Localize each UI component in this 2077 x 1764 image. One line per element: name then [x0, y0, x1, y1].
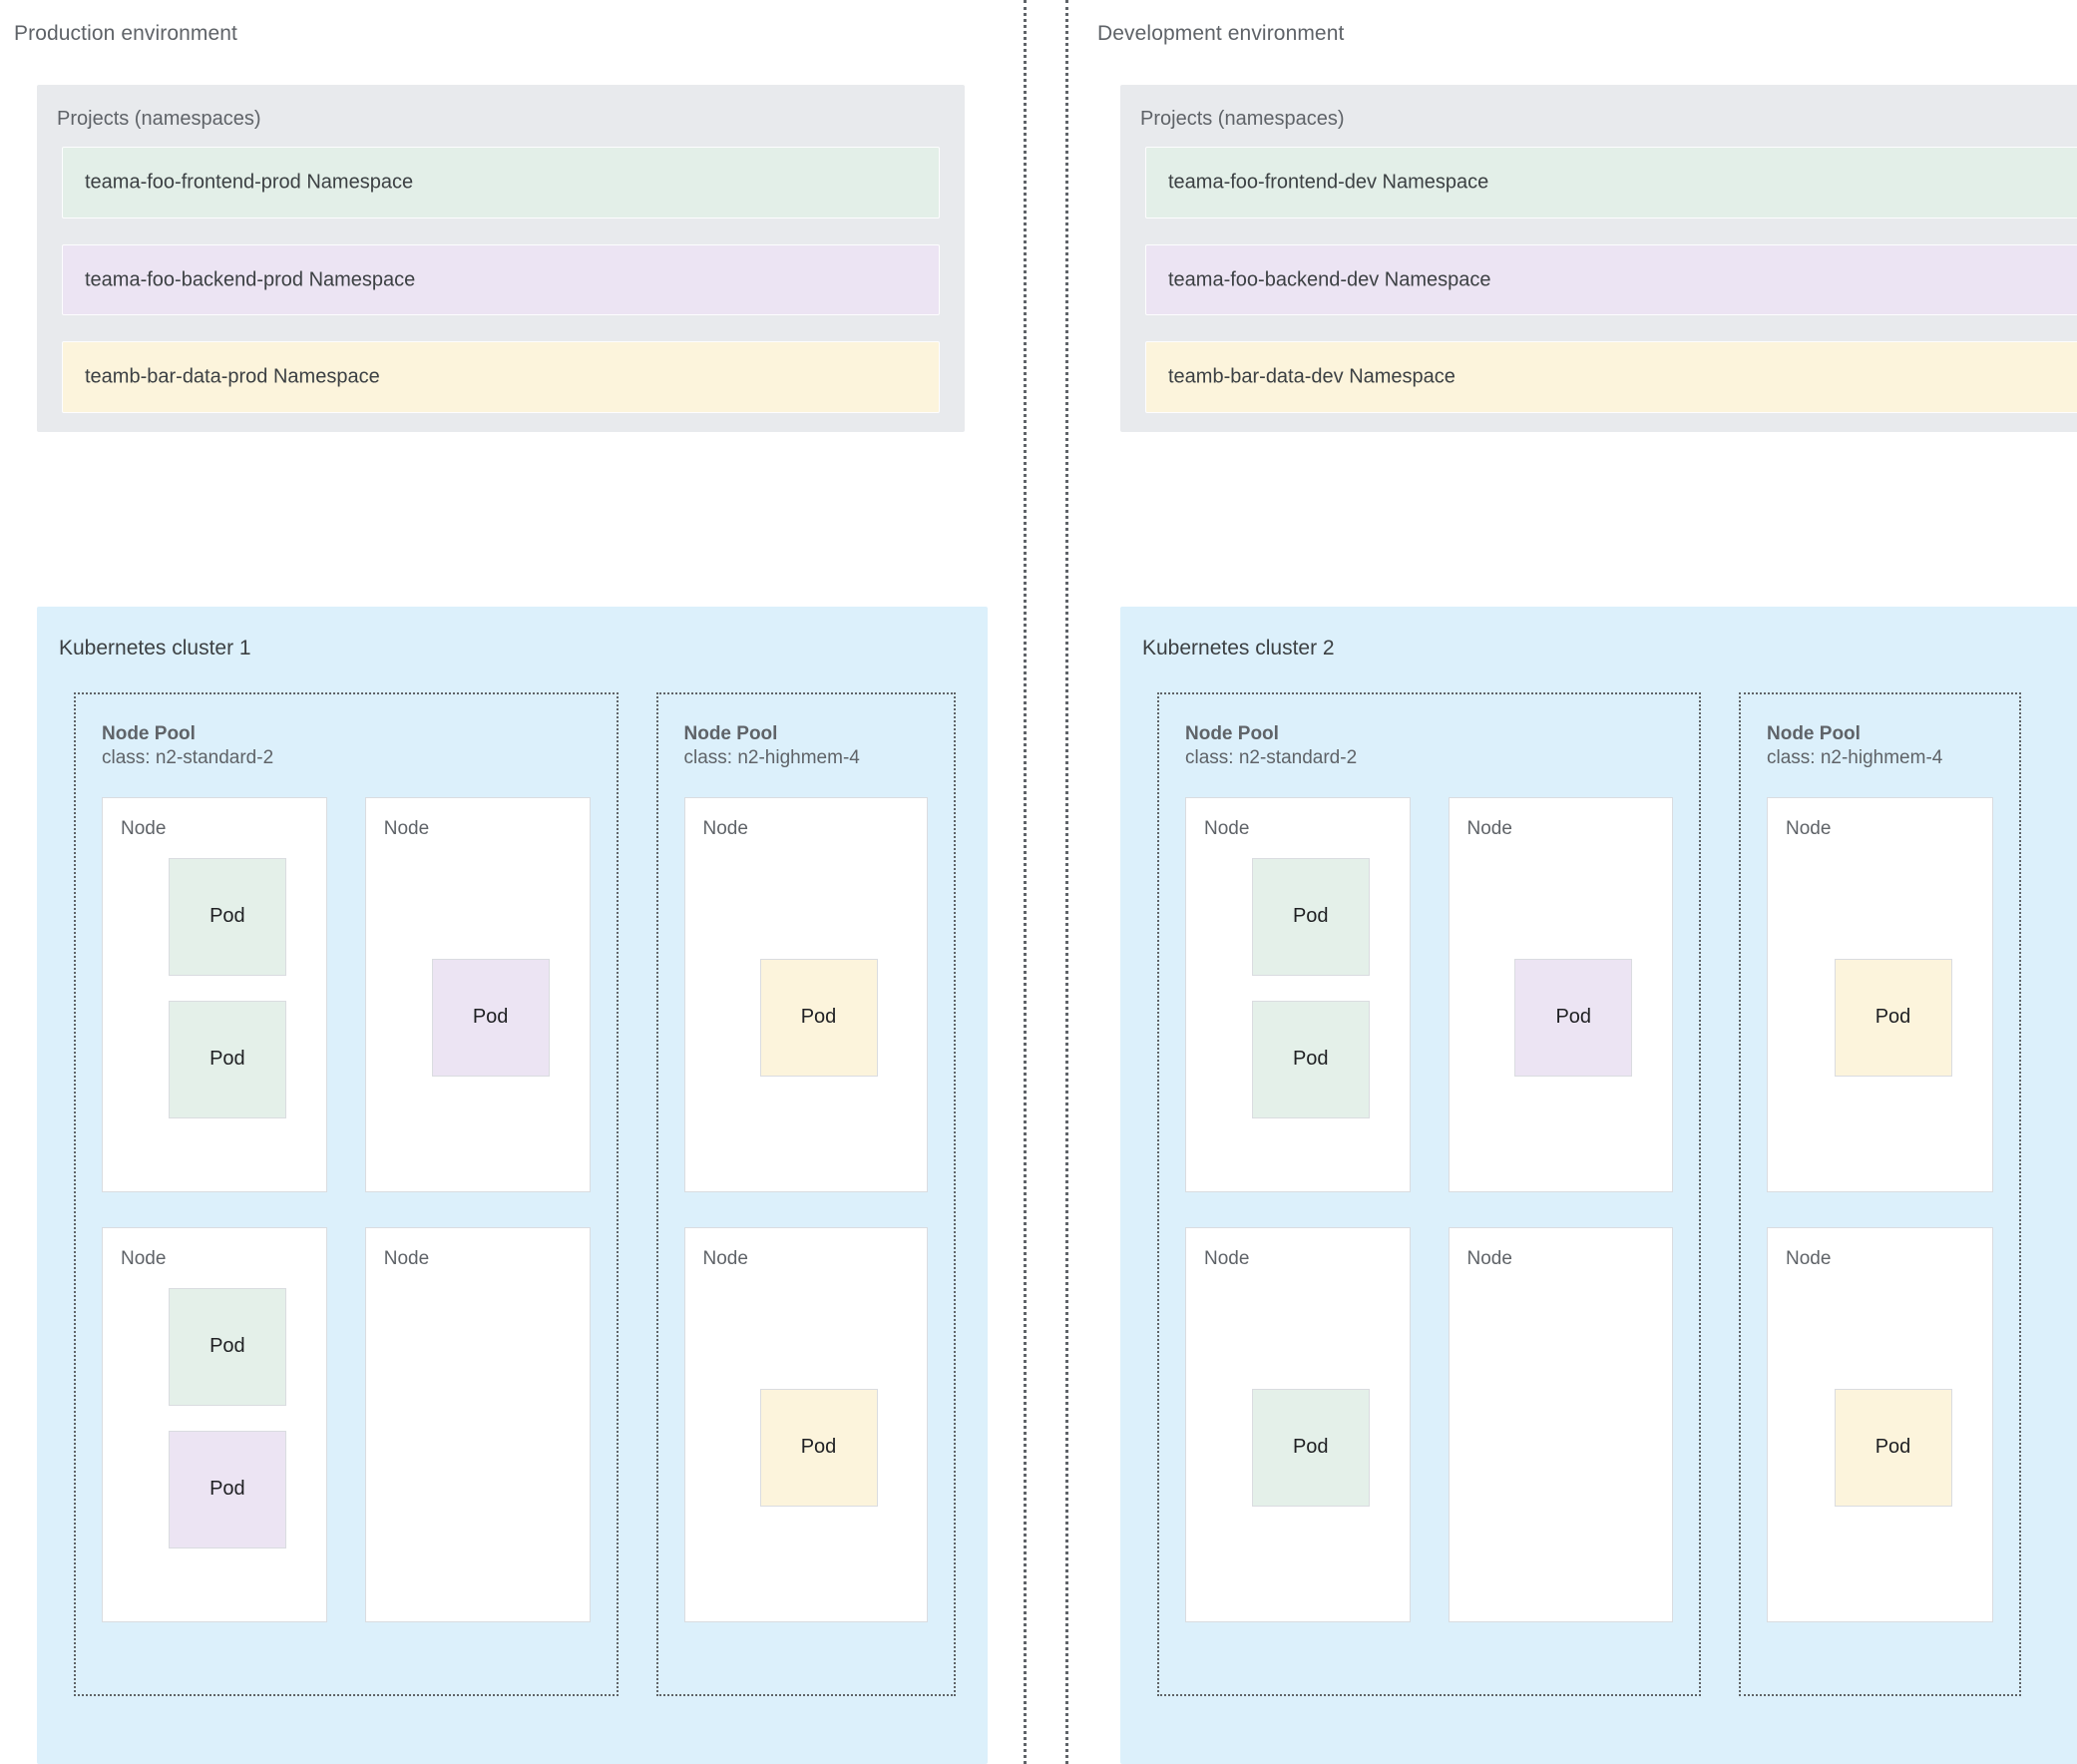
node-label: Node	[702, 1247, 748, 1269]
node-label: Node	[1786, 1247, 1832, 1269]
pod[interactable]: Pod	[1251, 857, 1370, 976]
node-label: Node	[1466, 817, 1512, 839]
node[interactable]: Node Pod	[683, 1226, 928, 1622]
pod[interactable]: Pod	[168, 857, 286, 976]
projects-heading-production: Projects (namespaces)	[57, 108, 261, 130]
node-pool-class: class: n2-standard-2	[102, 747, 274, 769]
projects-panel-development: Projects (namespaces) teama-foo-frontend…	[1120, 85, 2077, 432]
node-pool-highmem[interactable]: Node Pool class: n2-highmem-4 Node Pod N…	[1739, 692, 2021, 1696]
pod[interactable]: Pod	[1251, 1388, 1370, 1507]
node-grid: Node Pod Node Pod	[1767, 796, 1993, 1664]
pod[interactable]: Pod	[1251, 1000, 1370, 1118]
namespace-label: teama-foo-backend-prod Namespace	[85, 268, 416, 290]
node[interactable]: Node	[364, 1226, 591, 1622]
node-pool-standard[interactable]: Node Pool class: n2-standard-2 Node Pod …	[1157, 692, 1701, 1696]
pod[interactable]: Pod	[168, 1287, 286, 1406]
node-label: Node	[121, 817, 167, 839]
node[interactable]: Node Pod	[1767, 1226, 1993, 1622]
environment-production: Production environment Projects (namespa…	[0, 0, 998, 1764]
node[interactable]: Node Pod Pod	[102, 1226, 327, 1622]
namespace-box[interactable]: teamb-bar-data-prod Namespace	[63, 342, 939, 413]
node-grid: Node Pod Pod Node Pod	[1185, 796, 1673, 1664]
node[interactable]: Node Pod	[1767, 796, 1993, 1192]
namespace-box[interactable]: teama-foo-frontend-prod Namespace	[63, 148, 939, 218]
pod[interactable]: Pod	[168, 1430, 286, 1548]
pod-list: Pod	[685, 852, 927, 1183]
pod-list: Pod	[1768, 852, 1992, 1183]
environment-divider-right	[1065, 0, 1068, 1764]
namespace-label: teama-foo-frontend-dev Namespace	[1168, 171, 1489, 194]
node-pool-name: Node Pool	[102, 723, 196, 744]
node-grid: Node Pod Pod Node Pod	[102, 796, 591, 1664]
node-label: Node	[1466, 1247, 1512, 1269]
pod-list: Pod	[1450, 852, 1673, 1183]
node-pool-class: class: n2-highmem-4	[1767, 747, 1943, 769]
node-pool-class: class: n2-standard-2	[1185, 747, 1358, 769]
node-pool-header: Node Pool class: n2-highmem-4	[684, 722, 928, 771]
pod[interactable]: Pod	[168, 1000, 286, 1118]
node-pool-header: Node Pool class: n2-highmem-4	[1767, 722, 1993, 771]
pod[interactable]: Pod	[1834, 958, 1952, 1077]
pod-list: Pod	[366, 852, 590, 1183]
node-pool-header: Node Pool class: n2-standard-2	[102, 722, 591, 771]
pod-list: Pod Pod	[103, 1282, 326, 1613]
node-label: Node	[1204, 817, 1250, 839]
pod-list	[1450, 1282, 1673, 1613]
node-label: Node	[1204, 1247, 1250, 1269]
node-pools-row: Node Pool class: n2-standard-2 Node Pod …	[74, 692, 956, 1696]
pod-list: Pod	[1186, 1282, 1410, 1613]
namespace-box[interactable]: teama-foo-backend-prod Namespace	[63, 244, 939, 315]
node[interactable]: Node Pod Pod	[102, 796, 327, 1192]
environment-title-development: Development environment	[1097, 22, 1345, 45]
pod[interactable]: Pod	[1834, 1388, 1952, 1507]
node-pools-row: Node Pool class: n2-standard-2 Node Pod …	[1157, 692, 2073, 1696]
namespace-list-development: teama-foo-frontend-dev Namespace teama-f…	[1146, 148, 2077, 413]
node[interactable]: Node Pod	[1448, 796, 1673, 1192]
namespace-label: teama-foo-backend-dev Namespace	[1168, 268, 1491, 290]
environment-development: Development environment Projects (namesp…	[1087, 0, 2077, 1764]
pod-list	[366, 1282, 590, 1613]
namespace-label: teama-foo-frontend-prod Namespace	[85, 171, 414, 194]
node[interactable]: Node Pod Pod	[1185, 796, 1411, 1192]
pod-list: Pod Pod	[1186, 852, 1410, 1183]
node-label: Node	[383, 1247, 430, 1269]
pod[interactable]: Pod	[431, 958, 550, 1077]
node-pool-standard[interactable]: Node Pool class: n2-standard-2 Node Pod …	[74, 692, 619, 1696]
namespace-list-production: teama-foo-frontend-prod Namespace teama-…	[63, 148, 939, 413]
namespace-label: teamb-bar-data-prod Namespace	[85, 365, 380, 388]
node-pool-name: Node Pool	[1185, 723, 1279, 744]
pod-list: Pod Pod	[103, 852, 326, 1183]
node[interactable]: Node Pod	[364, 796, 591, 1192]
node-pool-name: Node Pool	[1767, 723, 1861, 744]
node[interactable]: Node	[1448, 1226, 1673, 1622]
node-pool-class: class: n2-highmem-4	[683, 747, 860, 769]
node[interactable]: Node Pod	[1185, 1226, 1411, 1622]
pod-list: Pod	[1768, 1282, 1992, 1613]
node-label: Node	[702, 817, 748, 839]
kubernetes-cluster-1: Kubernetes cluster 1 Node Pool class: n2…	[37, 607, 988, 1764]
node-label: Node	[121, 1247, 167, 1269]
environment-divider-left	[1024, 0, 1027, 1764]
node-pool-highmem[interactable]: Node Pool class: n2-highmem-4 Node Pod N…	[655, 692, 956, 1696]
cluster-title: Kubernetes cluster 1	[59, 637, 251, 660]
node-grid: Node Pod Node Pod	[683, 796, 928, 1664]
pod[interactable]: Pod	[759, 1388, 878, 1507]
pod[interactable]: Pod	[1514, 958, 1633, 1077]
cluster-title: Kubernetes cluster 2	[1142, 637, 1335, 660]
node[interactable]: Node Pod	[683, 796, 928, 1192]
namespace-box[interactable]: teama-foo-backend-dev Namespace	[1146, 244, 2077, 315]
pod[interactable]: Pod	[759, 958, 878, 1077]
node-pool-header: Node Pool class: n2-standard-2	[1185, 722, 1673, 771]
kubernetes-cluster-2: Kubernetes cluster 2 Node Pool class: n2…	[1120, 607, 2077, 1764]
node-label: Node	[1786, 817, 1832, 839]
namespace-box[interactable]: teama-foo-frontend-dev Namespace	[1146, 148, 2077, 218]
node-pool-name: Node Pool	[683, 723, 778, 744]
namespace-box[interactable]: teamb-bar-data-dev Namespace	[1146, 342, 2077, 413]
environment-title-production: Production environment	[14, 22, 237, 45]
namespace-label: teamb-bar-data-dev Namespace	[1168, 365, 1455, 388]
pod-list: Pod	[685, 1282, 927, 1613]
projects-panel-production: Projects (namespaces) teama-foo-frontend…	[37, 85, 965, 432]
node-label: Node	[383, 817, 430, 839]
projects-heading-development: Projects (namespaces)	[1140, 108, 1345, 130]
